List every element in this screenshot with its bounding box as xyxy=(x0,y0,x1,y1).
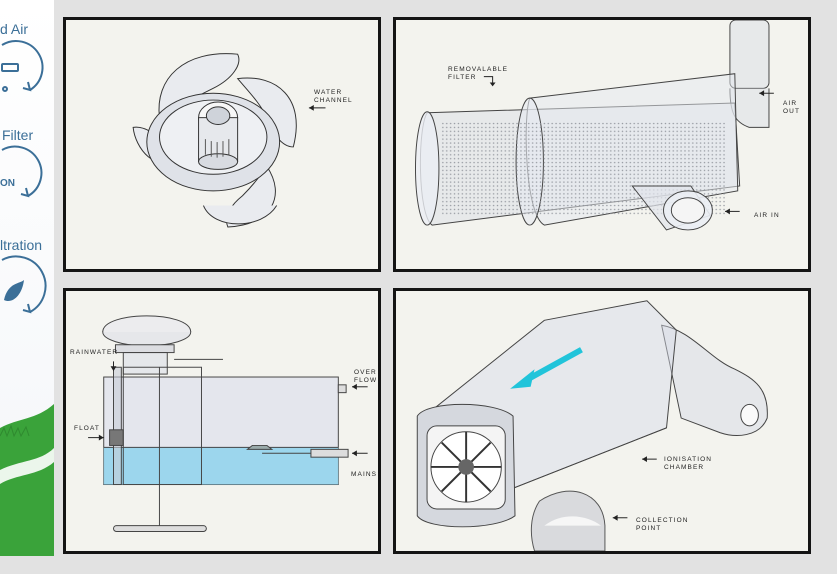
sidebar-strip: d Air Filter ltration ON xyxy=(0,0,54,556)
panel-ionisation: IONISATION CHAMBER COLLECTION POINT xyxy=(393,288,811,554)
panel-tank: RAINWATER OVER FLOW FLOAT MAINS xyxy=(63,288,381,554)
label-float: FLOAT xyxy=(74,425,100,432)
panel-filter: REMOVALABLE FILTER AIR OUT AIR IN xyxy=(393,17,811,272)
tank-drawing xyxy=(88,315,368,532)
label-mains: MAINS xyxy=(351,471,378,478)
label-ionisation-chamber: IONISATION CHAMBER xyxy=(664,456,713,471)
sidebar-label-filter: Filter xyxy=(2,127,34,143)
air-icon xyxy=(1,40,44,92)
label-air-out: AIR OUT xyxy=(783,100,801,115)
label-removable-filter: REMOVALABLE FILTER xyxy=(448,66,509,81)
label-water-channel: WATER CHANNEL xyxy=(314,89,353,104)
filter-drawing xyxy=(415,20,774,231)
propeller-drawing xyxy=(132,53,326,228)
label-collection-point: COLLECTION POINT xyxy=(636,517,689,532)
filter-icon xyxy=(1,145,43,198)
leaf-icon xyxy=(1,255,47,314)
label-overflow: OVER FLOW xyxy=(354,369,378,384)
sidebar-badge: ON xyxy=(0,178,15,189)
grass-graphic xyxy=(0,404,54,556)
sidebar-label-filtration: ltration xyxy=(0,237,43,253)
panel-water-channel: WATER CHANNEL xyxy=(63,17,381,272)
ionisation-drawing xyxy=(416,300,768,551)
label-air-in: AIR IN xyxy=(754,212,780,219)
label-rainwater: RAINWATER xyxy=(70,349,119,356)
sidebar-label-air: d Air xyxy=(0,21,29,37)
